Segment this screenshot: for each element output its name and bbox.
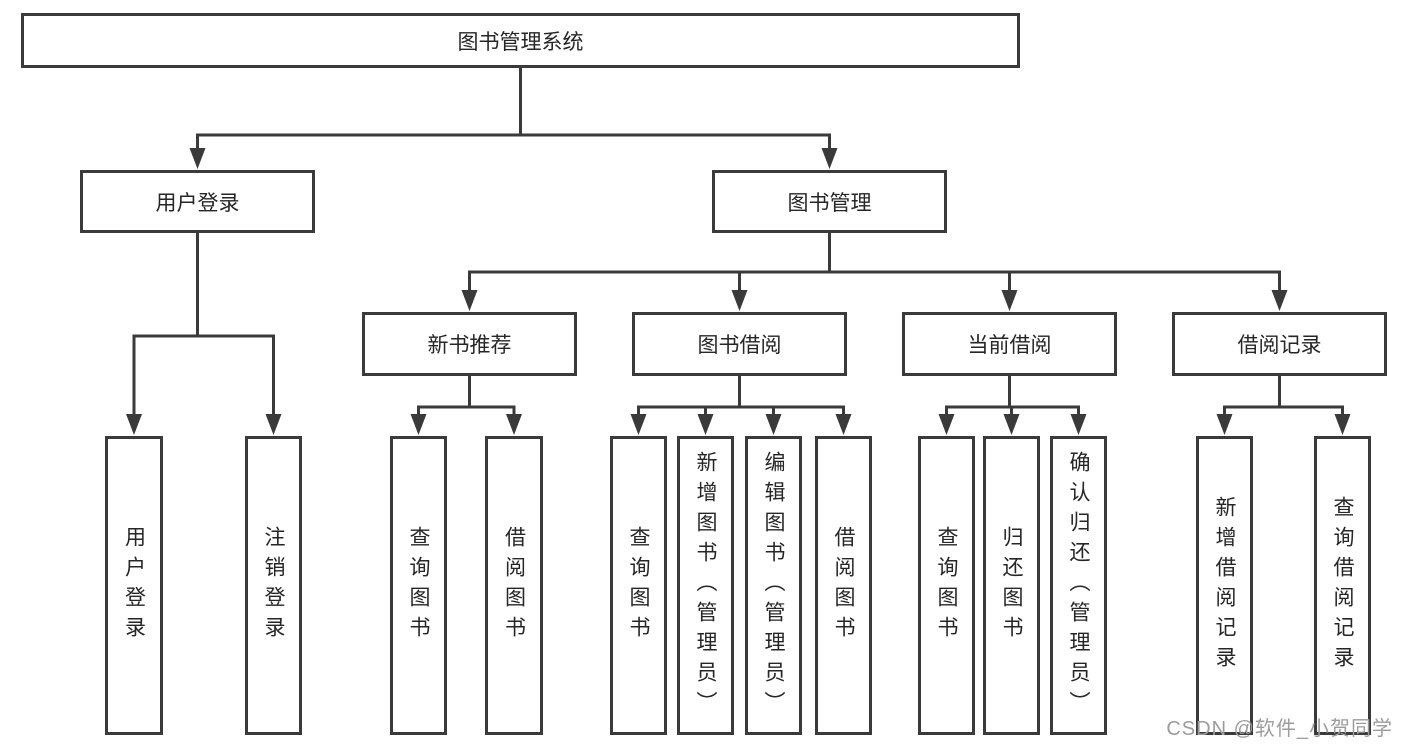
node-label-leaf-bb-query: 查询图书 — [627, 525, 650, 646]
node-leaf-bb-add: 新增图书（管理员） — [677, 436, 734, 735]
node-label-leaf-bb-add: 新增图书（管理员） — [694, 450, 717, 721]
node-user-login: 用户登录 — [80, 170, 315, 233]
node-label-user-login: 用户登录 — [155, 191, 240, 215]
node-leaf-nbr-query: 查询图书 — [390, 436, 447, 735]
node-label-leaf-cb-return: 归还图书 — [1000, 525, 1023, 646]
node-label-leaf-logout: 注销登录 — [262, 525, 285, 646]
node-label-leaf-cb-confirm: 确认归还（管理员） — [1067, 450, 1090, 721]
node-label-borrow-records: 借阅记录 — [1237, 334, 1322, 357]
node-label-leaf-br-add: 新增借阅记录 — [1213, 495, 1236, 676]
node-label-book-mgmt: 图书管理 — [787, 191, 872, 215]
node-label-leaf-bb-edit: 编辑图书（管理员） — [762, 450, 785, 721]
node-leaf-br-add: 新增借阅记录 — [1196, 436, 1253, 735]
node-current-borrow: 当前借阅 — [902, 312, 1117, 376]
node-leaf-nbr-borrow: 借阅图书 — [485, 436, 543, 735]
node-label-leaf-nbr-query: 查询图书 — [407, 525, 430, 646]
node-leaf-cb-confirm: 确认归还（管理员） — [1050, 436, 1107, 735]
watermark: CSDN @软件_小贺同学 — [1166, 718, 1393, 740]
node-leaf-cb-query: 查询图书 — [918, 436, 975, 735]
node-label-leaf-bb-borrow: 借阅图书 — [832, 525, 855, 646]
node-leaf-br-query: 查询借阅记录 — [1314, 436, 1371, 735]
node-root: 图书管理系统 — [21, 13, 1020, 68]
node-label-leaf-cb-query: 查询图书 — [935, 525, 958, 646]
node-leaf-bb-edit: 编辑图书（管理员） — [745, 436, 802, 735]
node-leaf-logout: 注销登录 — [245, 436, 302, 735]
node-borrow-records: 借阅记录 — [1172, 312, 1387, 376]
node-leaf-cb-return: 归还图书 — [983, 436, 1040, 735]
node-label-new-book-rec: 新书推荐 — [427, 334, 512, 357]
node-book-mgmt: 图书管理 — [712, 170, 947, 233]
node-new-book-rec: 新书推荐 — [362, 312, 577, 376]
node-book-borrow: 图书借阅 — [632, 312, 847, 376]
node-label-book-borrow: 图书借阅 — [697, 334, 782, 357]
node-label-leaf-br-query: 查询借阅记录 — [1331, 495, 1354, 676]
node-label-leaf-user-login: 用户登录 — [122, 525, 146, 646]
node-label-current-borrow: 当前借阅 — [967, 334, 1052, 357]
node-leaf-user-login: 用户登录 — [105, 436, 163, 735]
node-leaf-bb-query: 查询图书 — [610, 436, 667, 735]
node-label-leaf-nbr-borrow: 借阅图书 — [502, 525, 526, 646]
node-label-root: 图书管理系统 — [457, 30, 584, 54]
node-leaf-bb-borrow: 借阅图书 — [815, 436, 872, 735]
